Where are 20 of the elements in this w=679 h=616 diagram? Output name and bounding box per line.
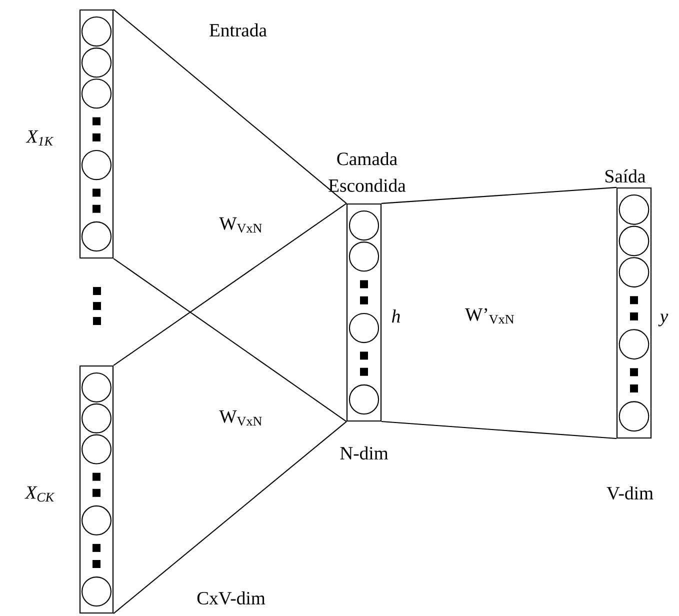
layer-label: V-dim <box>606 486 654 500</box>
layer-heading: Camada Escondida <box>328 152 406 192</box>
layer-box <box>79 365 114 614</box>
layer-label: X$_{CK}$ <box>24 486 55 502</box>
connection-lines <box>113 202 347 614</box>
layer-box <box>616 187 652 439</box>
connection-lines <box>381 186 617 440</box>
weight-label: Entrada <box>210 23 267 37</box>
weight-label: W$_{VxN}$ <box>219 410 262 426</box>
connection-lines <box>113 8 347 422</box>
weight-label: W$_{VxN}$ <box>219 217 262 233</box>
layer-label: N-dim <box>340 446 388 460</box>
layer-label: h <box>392 310 400 322</box>
layer-box <box>79 9 114 259</box>
weight-label: CxV-dim <box>197 591 266 605</box>
layer-label: X$_{1K}$ <box>26 130 54 146</box>
layer-heading: Saída <box>606 169 646 183</box>
layer-box <box>346 203 382 422</box>
weight-label: W’$_{VxN}$ <box>465 308 514 324</box>
layer-label: y <box>658 314 668 326</box>
